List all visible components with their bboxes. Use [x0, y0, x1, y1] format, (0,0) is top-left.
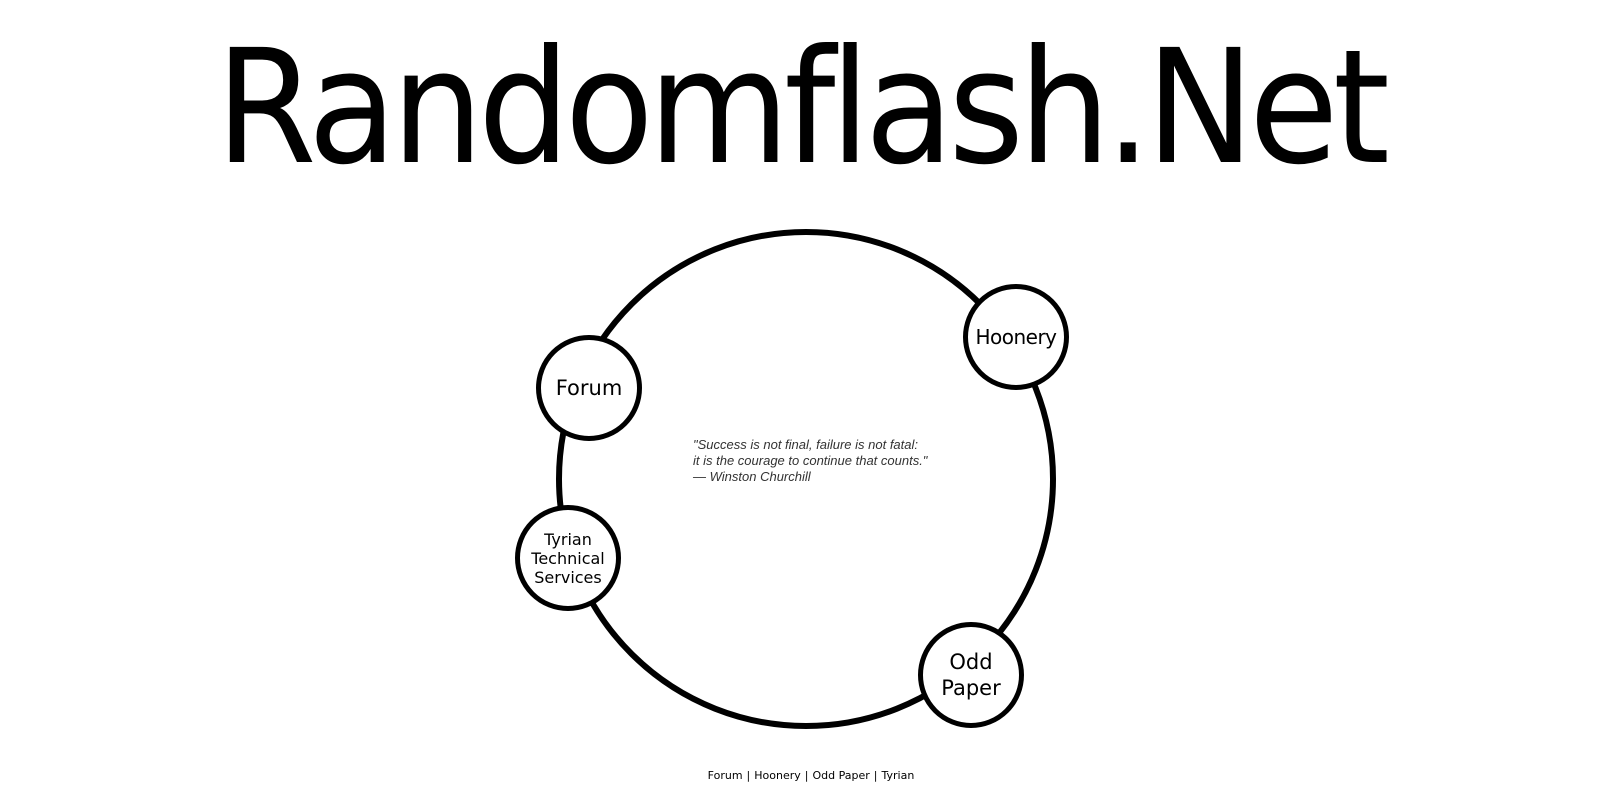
footer-link-odd-paper[interactable]: Odd Paper	[812, 769, 870, 782]
node-odd-paper-label: Odd Paper	[941, 650, 1001, 700]
quote-line-2: it is the courage to continue that count…	[693, 453, 928, 468]
site-title: Randomflash.Net	[215, 16, 1390, 200]
node-hoonery[interactable]: Hoonery	[963, 284, 1069, 390]
footer-nav: Forum|Hoonery|Odd Paper|Tyrian	[0, 769, 1600, 782]
node-tyrian-label: Tyrian Technical Services	[531, 529, 605, 587]
quote-line-1: "Success is not final, failure is not fa…	[693, 437, 918, 452]
footer-separator: |	[746, 769, 751, 782]
node-forum[interactable]: Forum	[536, 335, 642, 441]
quote-attribution: — Winston Churchill	[693, 469, 811, 484]
node-hoonery-label: Hoonery	[975, 325, 1057, 349]
footer-separator: |	[804, 769, 809, 782]
footer-separator: |	[873, 769, 878, 782]
node-forum-label: Forum	[555, 376, 623, 400]
node-tyrian-technical-services[interactable]: Tyrian Technical Services	[515, 505, 621, 611]
quote: "Success is not final, failure is not fa…	[693, 437, 993, 485]
node-odd-paper[interactable]: Odd Paper	[918, 622, 1024, 728]
footer-link-tyrian[interactable]: Tyrian	[881, 769, 915, 782]
footer-link-forum[interactable]: Forum	[707, 769, 743, 782]
footer-link-hoonery[interactable]: Hoonery	[754, 769, 801, 782]
